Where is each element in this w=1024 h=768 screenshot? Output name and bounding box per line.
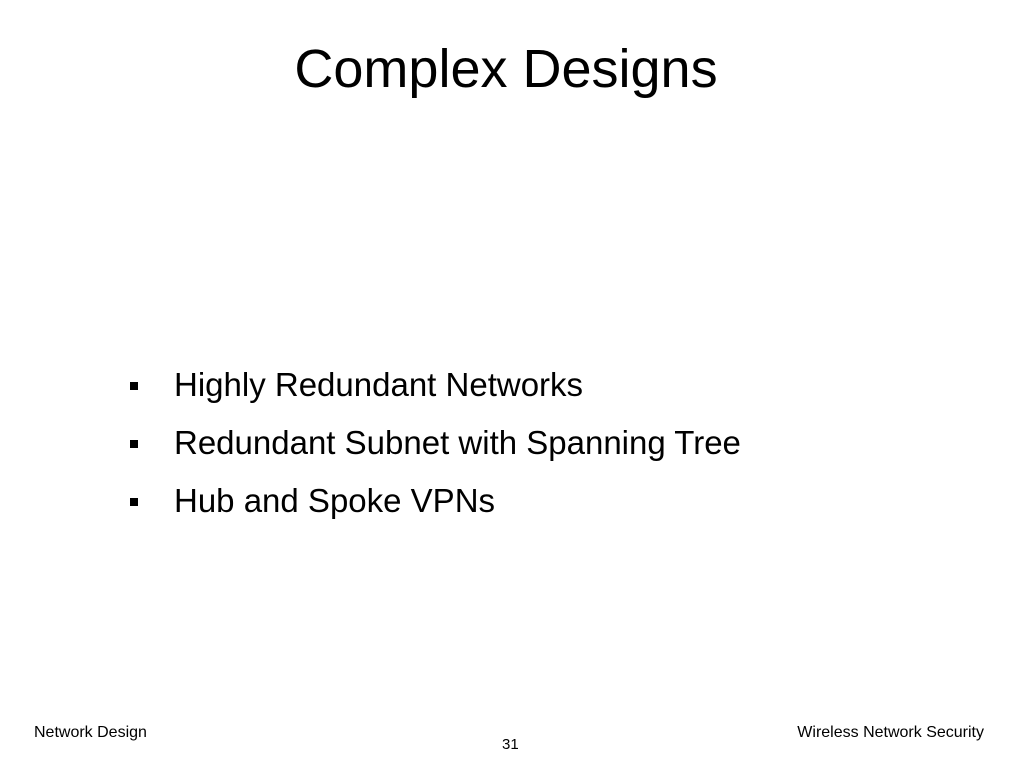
- bullet-icon: [130, 382, 138, 390]
- bullet-icon: [130, 498, 138, 506]
- bullet-list: Highly Redundant Networks Redundant Subn…: [130, 356, 741, 530]
- bullet-item: Redundant Subnet with Spanning Tree: [130, 414, 741, 472]
- bullet-item: Highly Redundant Networks: [130, 356, 741, 414]
- footer-left: Network Design: [34, 724, 147, 741]
- bullet-icon: [130, 440, 138, 448]
- slide-title: Complex Designs: [294, 39, 718, 99]
- footer-right: Wireless Network Security: [797, 724, 984, 741]
- bullet-item: Hub and Spoke VPNs: [130, 472, 741, 530]
- page-number: 31: [502, 736, 519, 753]
